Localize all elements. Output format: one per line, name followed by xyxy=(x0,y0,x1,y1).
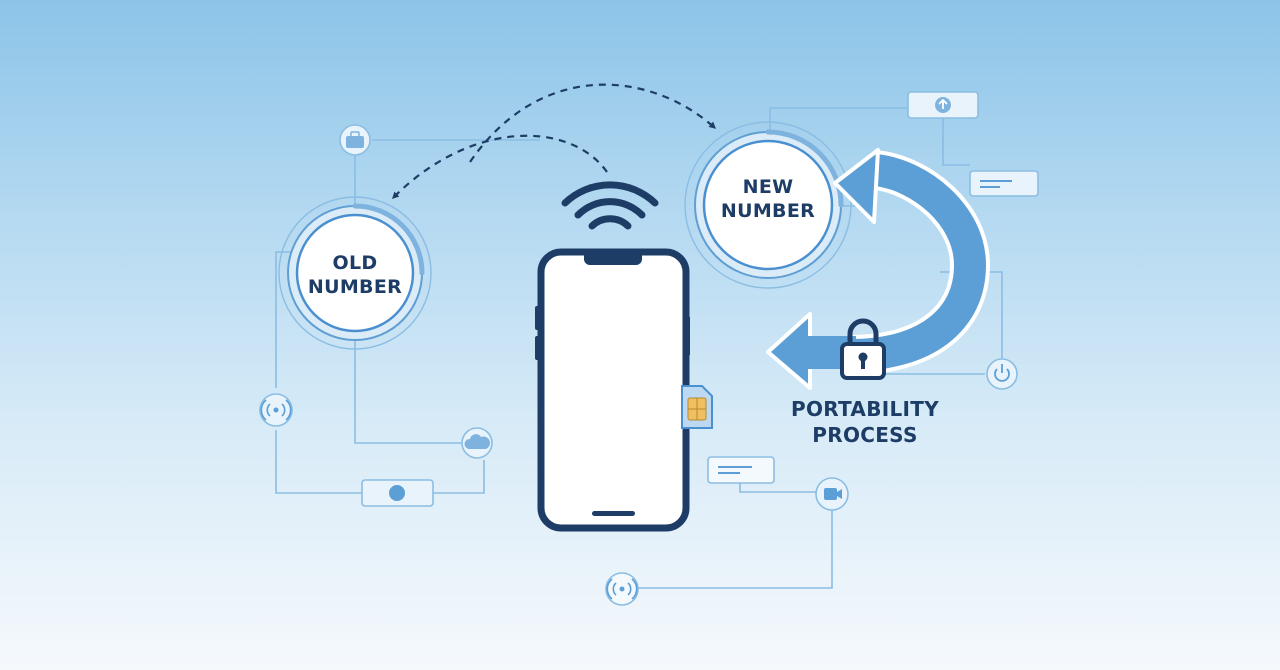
sim-card-icon xyxy=(681,385,713,429)
power-icon xyxy=(986,358,1018,390)
status-box-icon xyxy=(361,479,434,507)
dashed-return-arrow xyxy=(392,134,608,199)
padlock-icon xyxy=(840,318,886,380)
wifi-signal-icon xyxy=(561,181,659,230)
new-number-circle xyxy=(684,121,852,289)
old-number-line2: NUMBER xyxy=(307,276,403,298)
new-number-label: NEW NUMBER xyxy=(705,175,831,223)
camera-icon xyxy=(815,477,849,511)
cloud-upload-icon xyxy=(907,91,979,119)
circular-transfer-arrow xyxy=(766,148,991,390)
old-number-line1: OLD xyxy=(332,252,378,274)
briefcase-node-icon xyxy=(339,124,371,156)
old-number-label: OLD NUMBER xyxy=(295,251,415,299)
chat-box-icon xyxy=(707,456,775,484)
old-number-circle xyxy=(278,196,432,350)
portability-line1: PORTABILITY xyxy=(790,397,940,421)
cloud-icon xyxy=(461,427,493,459)
message-box-icon xyxy=(969,170,1039,197)
portability-line2: PROCESS xyxy=(812,423,918,447)
dashed-exchange-arrow xyxy=(469,83,717,163)
portability-process-caption: PORTABILITY PROCESS xyxy=(775,396,955,448)
new-number-line2: NUMBER xyxy=(720,200,816,222)
smartphone-icon xyxy=(535,248,690,532)
signal-icon xyxy=(605,572,639,606)
wireless-icon xyxy=(259,393,293,427)
new-number-line1: NEW xyxy=(742,176,794,198)
